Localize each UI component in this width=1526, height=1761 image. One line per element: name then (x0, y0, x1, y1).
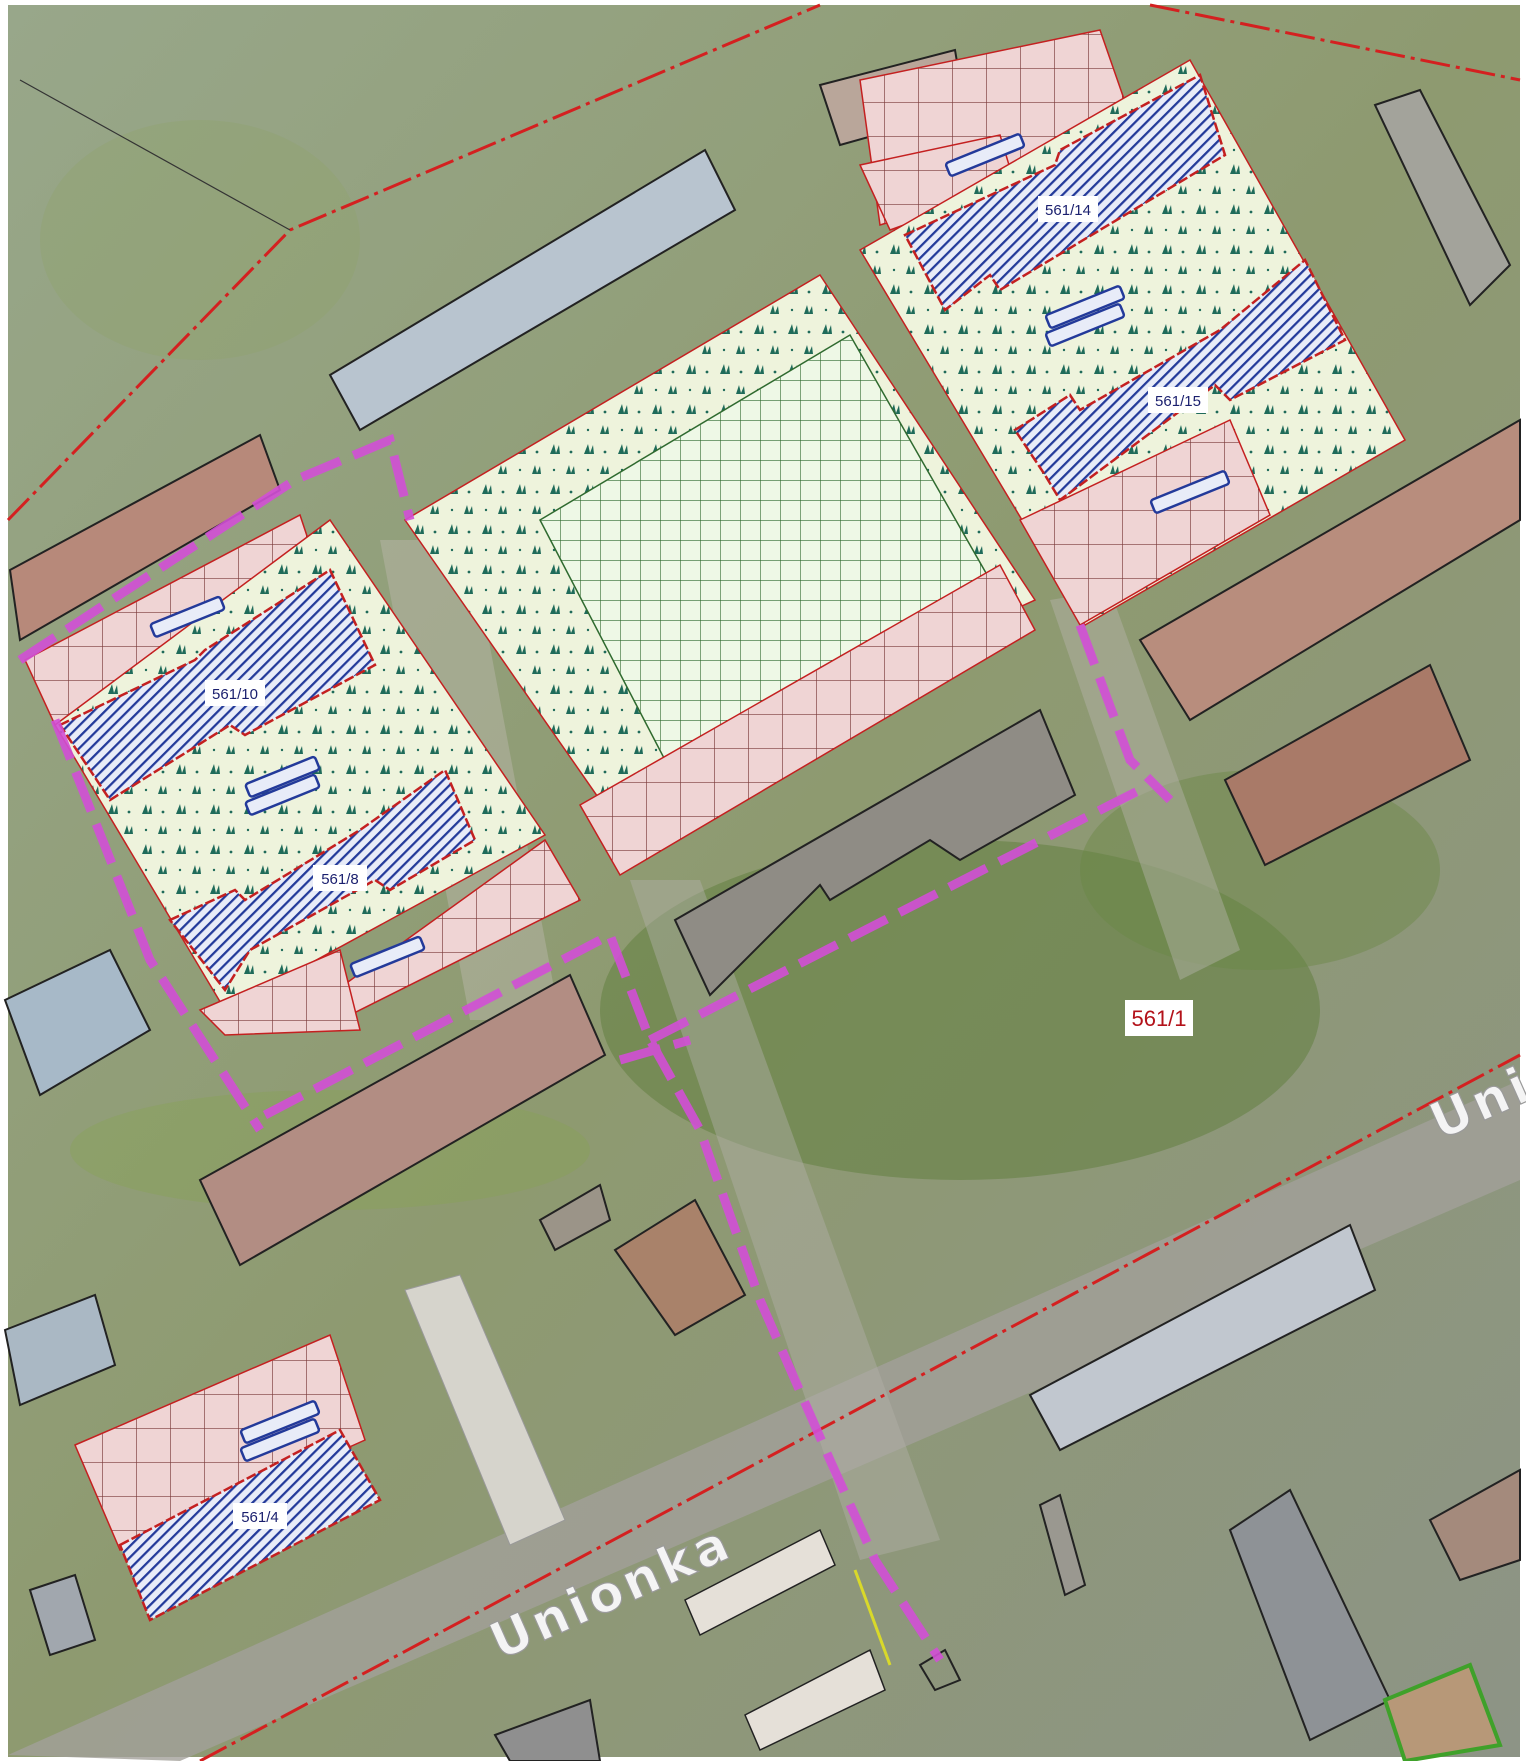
paving-area (578, 563, 1037, 877)
existing-building (1373, 88, 1512, 307)
garage-row (684, 1528, 962, 1752)
existing-building (3, 1293, 117, 1407)
svg-text:561/1: 561/1 (1131, 1006, 1186, 1031)
existing-building (1382, 1662, 1503, 1761)
planned-path (17, 433, 1174, 1663)
existing-building (328, 148, 737, 432)
existing-building (538, 1183, 612, 1252)
existing-building (1038, 1493, 1087, 1597)
existing-building (404, 1274, 566, 1546)
paving-area (198, 948, 361, 1036)
svg-text:561/8: 561/8 (321, 871, 359, 888)
parcel-line (19, 79, 291, 231)
plot-label-561-4: 561/4 (233, 1503, 287, 1529)
path-road (630, 880, 940, 1560)
existing-building (673, 708, 1077, 997)
path-road (1050, 590, 1240, 980)
vegetation-patch (40, 120, 360, 360)
paving-area (1018, 418, 1271, 627)
plot-label-561-1: 561/1 (1125, 1000, 1193, 1036)
plot-label-561-8: 561/8 (313, 865, 367, 891)
existing-building (198, 973, 607, 1267)
svg-text:561/15: 561/15 (1155, 393, 1201, 410)
existing-building (28, 1573, 97, 1657)
existing-building (613, 1198, 747, 1337)
existing-building (1138, 418, 1521, 722)
existing-buildings (3, 48, 1521, 1761)
plot-label-561-15: 561/15 (1148, 387, 1208, 413)
boundary-line (1149, 3, 1521, 82)
svg-text:561/14: 561/14 (1045, 202, 1091, 219)
plot-label-561-14: 561/14 (1038, 196, 1098, 222)
svg-text:561/10: 561/10 (212, 686, 258, 703)
paving-area (74, 1333, 366, 1551)
existing-building (1028, 1223, 1377, 1452)
building-561-14[interactable] (903, 73, 1227, 312)
utility-line (853, 1569, 892, 1666)
existing-building (3, 948, 152, 1097)
existing-building (1223, 663, 1472, 867)
building-561-15[interactable] (1013, 258, 1347, 502)
boundary-line (199, 1053, 1521, 1761)
street-road (8, 1080, 1520, 1761)
plot-label-561-10: 561/10 (205, 680, 265, 706)
svg-text:561/4: 561/4 (241, 1509, 279, 1526)
parking-icon (149, 133, 1231, 1462)
existing-building (493, 1698, 602, 1761)
existing-building (1428, 1468, 1521, 1582)
